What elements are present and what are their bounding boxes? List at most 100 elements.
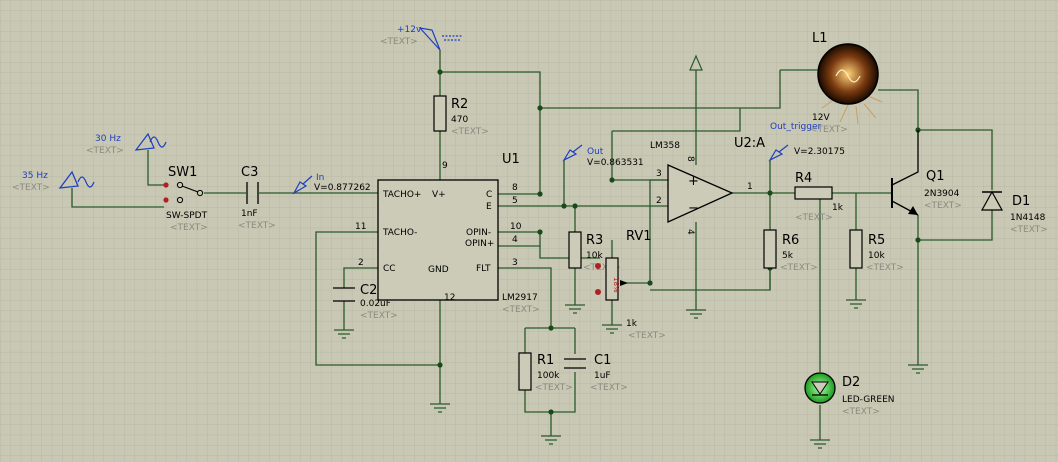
r1-ref: R1 (537, 353, 554, 368)
u1-num-4: 4 (512, 235, 518, 245)
u1-pin-e: E (486, 202, 492, 212)
sw1-value: SW-SPDT (166, 211, 208, 221)
supply-placeholder: <TEXT> (380, 37, 418, 47)
probe-out[interactable]: Out V=0.863531 (562, 144, 644, 168)
r6-ref: R6 (782, 233, 799, 248)
rv1-wiper: 18% (612, 277, 620, 293)
source-30hz[interactable]: 30 Hz <TEXT> (86, 132, 167, 156)
u1-part: LM2917 (502, 293, 538, 303)
u2-num-3: 3 (656, 169, 662, 179)
rv1-placeholder: <TEXT> (628, 331, 666, 341)
q1-placeholder: <TEXT> (924, 201, 962, 211)
u2-num-1: 1 (747, 182, 753, 192)
r2-ref: R2 (451, 97, 468, 112)
c1-value: 1uF (594, 371, 611, 381)
u1-num-5: 5 (512, 196, 518, 206)
d2-ref: D2 (842, 375, 860, 390)
sw1-ref: SW1 (168, 165, 197, 180)
u2-minus: − (688, 201, 699, 216)
capacitor-c2[interactable]: C2 0.02uF <TEXT> (333, 283, 398, 321)
r5-placeholder: <TEXT> (866, 263, 904, 273)
capacitor-c3[interactable]: C3 1nF <TEXT> (238, 165, 276, 231)
transistor-q1[interactable]: Q1 2N3904 <TEXT> (891, 130, 962, 216)
u1-num-3: 3 (512, 258, 518, 268)
probe-in-name: In (316, 173, 324, 183)
c2-ref: C2 (360, 283, 377, 298)
l1-placeholder: <TEXT> (810, 125, 848, 135)
u2-part: LM358 (650, 141, 680, 151)
r1-value: 100k (537, 371, 560, 381)
r4-ref: R4 (795, 171, 812, 186)
c3-ref: C3 (241, 165, 258, 180)
u2-num-2: 2 (656, 196, 662, 206)
r2-value: 470 (451, 115, 468, 125)
resistor-r1[interactable]: R1 100k <TEXT> (518, 352, 573, 393)
r4-placeholder: <TEXT> (795, 213, 833, 223)
source-30hz-placeholder: <TEXT> (86, 146, 124, 156)
probe-in[interactable]: In V=0.877262 (292, 173, 371, 195)
resistor-r3[interactable]: R3 10k <TEXT> (568, 231, 621, 273)
r5-value: 10k (868, 251, 885, 261)
r2-placeholder: <TEXT> (451, 127, 489, 137)
rv1-value: 1k (626, 319, 638, 329)
u1-pin-c: C (486, 190, 492, 200)
u1-num-2: 2 (358, 258, 364, 268)
source-35hz-label: 35 Hz (22, 171, 48, 181)
supply-12v[interactable]: +12v <TEXT> (380, 25, 462, 51)
d2-value: LED-GREEN (842, 395, 895, 405)
u1-pin-opin-plus: OPIN+ (465, 239, 494, 249)
d1-placeholder: <TEXT> (1010, 225, 1048, 235)
u1-pin-vplus: V+ (432, 190, 446, 200)
probe-out-trigger[interactable]: Out_trigger V=2.30175 (768, 122, 845, 162)
c2-value: 0.02uF (360, 299, 391, 309)
u1-placeholder: <TEXT> (502, 305, 540, 315)
r3-value: 10k (586, 251, 603, 261)
r3-placeholder: <TEXT> (583, 263, 621, 273)
r4-value: 1k (832, 203, 844, 213)
c1-placeholder: <TEXT> (590, 383, 628, 393)
u1-pin-gnd: GND (428, 265, 449, 275)
u1-num-10: 10 (510, 222, 522, 232)
resistor-r6[interactable]: R6 5k <TEXT> (763, 229, 818, 273)
q1-ref: Q1 (926, 169, 945, 184)
probe-trig-reading: V=2.30175 (794, 147, 845, 157)
probe-out-name: Out (587, 147, 604, 157)
d1-ref: D1 (1012, 194, 1030, 209)
potentiometer-rv1[interactable]: 18% RV1 1k <TEXT> (595, 229, 666, 341)
resistor-r5[interactable]: R5 10k <TEXT> (849, 229, 904, 273)
r6-value: 5k (782, 251, 794, 261)
resistor-r2[interactable]: R2 470 <TEXT> (433, 95, 489, 137)
opamp-u2a-lm358[interactable]: + − U2:A LM358 3 2 1 8 4 (650, 54, 765, 235)
source-30hz-label: 30 Hz (95, 134, 121, 144)
capacitor-c1[interactable]: C1 1uF <TEXT> (564, 353, 628, 393)
u1-pin-tacho-minus: TACHO- (382, 228, 417, 238)
q1-value: 2N3904 (924, 189, 960, 199)
c2-placeholder: <TEXT> (360, 311, 398, 321)
c1-ref: C1 (594, 353, 611, 368)
r3-ref: R3 (586, 233, 603, 248)
r5-ref: R5 (868, 233, 885, 248)
lamp-l1[interactable]: L1 12V <TEXT> (780, 31, 892, 135)
led-d2[interactable]: D2 LED-GREEN <TEXT> (804, 372, 895, 417)
ground-symbols (334, 299, 928, 449)
u1-num-12: 12 (444, 293, 455, 303)
l1-value: 12V (812, 113, 830, 123)
u2-plus: + (688, 174, 699, 189)
u2-num-4: 4 (685, 229, 695, 235)
source-35hz-placeholder: <TEXT> (12, 183, 50, 193)
source-35hz[interactable]: 35 Hz <TEXT> (12, 170, 95, 193)
d2-placeholder: <TEXT> (842, 407, 880, 417)
u2-num-8: 8 (685, 156, 695, 162)
diode-d1[interactable]: D1 1N4148 <TEXT> (980, 190, 1048, 235)
switch-sw1[interactable]: SW1 SW-SPDT <TEXT> (163, 165, 208, 233)
ic-u1-lm2917[interactable]: U1 LM2917 <TEXT> TACHO+ V+ C E TACHO- OP… (355, 152, 540, 315)
u1-num-9: 9 (442, 161, 448, 171)
probe-in-reading: V=0.877262 (314, 183, 371, 193)
c3-value: 1nF (241, 209, 258, 219)
probe-out-reading: V=0.863531 (587, 158, 644, 168)
u1-pin-cc: CC (383, 264, 396, 274)
r6-placeholder: <TEXT> (780, 263, 818, 273)
resistor-r4[interactable]: R4 1k <TEXT> (794, 171, 844, 223)
